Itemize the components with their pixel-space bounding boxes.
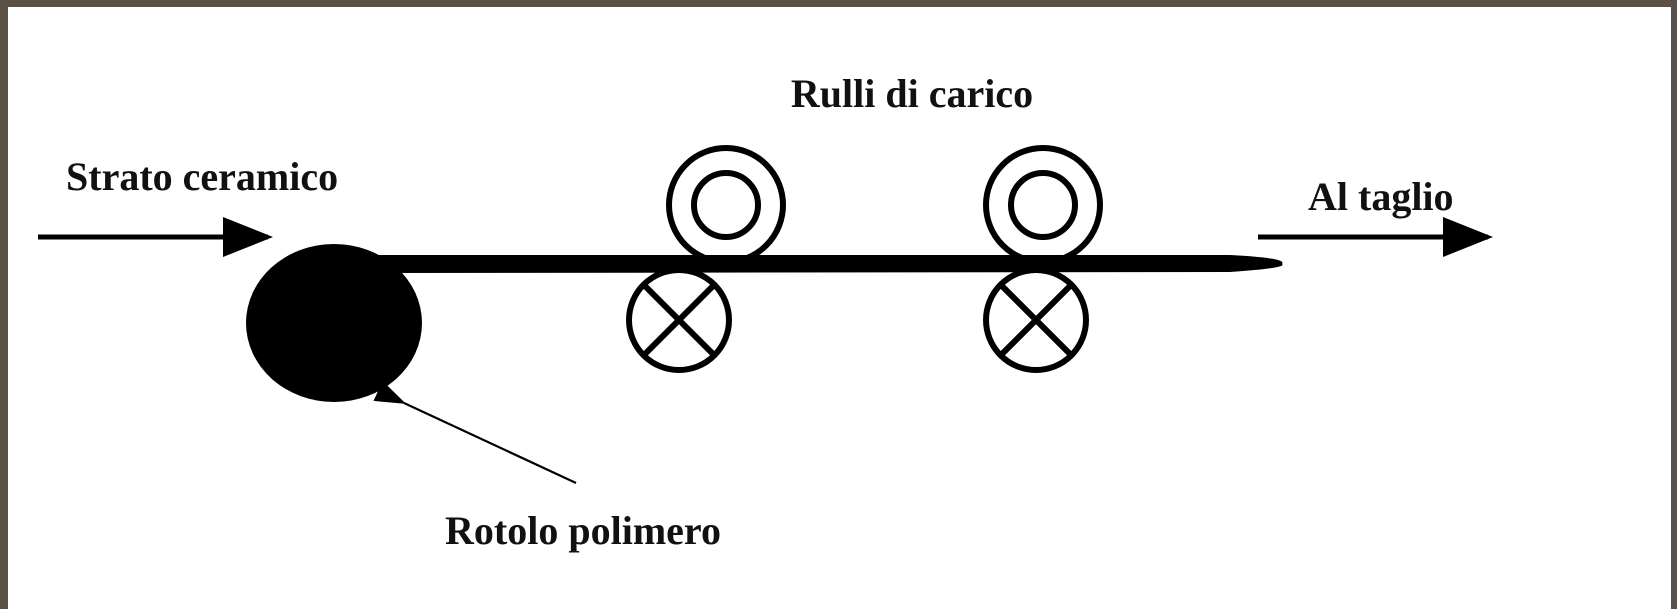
ceramic-layer-label: Strato ceramico <box>66 154 338 199</box>
lower-roller-right <box>983 267 1089 373</box>
upper-roller-right <box>983 145 1103 265</box>
to-cutting-label: Al taglio <box>1308 174 1454 219</box>
lower-roller-left <box>626 267 732 373</box>
polymer-roll-label: Rotolo polimero <box>445 508 721 553</box>
polymer-roll <box>246 244 422 402</box>
laminate-strip <box>375 255 1283 273</box>
load-rollers-label: Rulli di carico <box>791 71 1033 116</box>
polymer-roll-pointer <box>373 380 577 484</box>
upper-roller-left <box>666 145 786 265</box>
